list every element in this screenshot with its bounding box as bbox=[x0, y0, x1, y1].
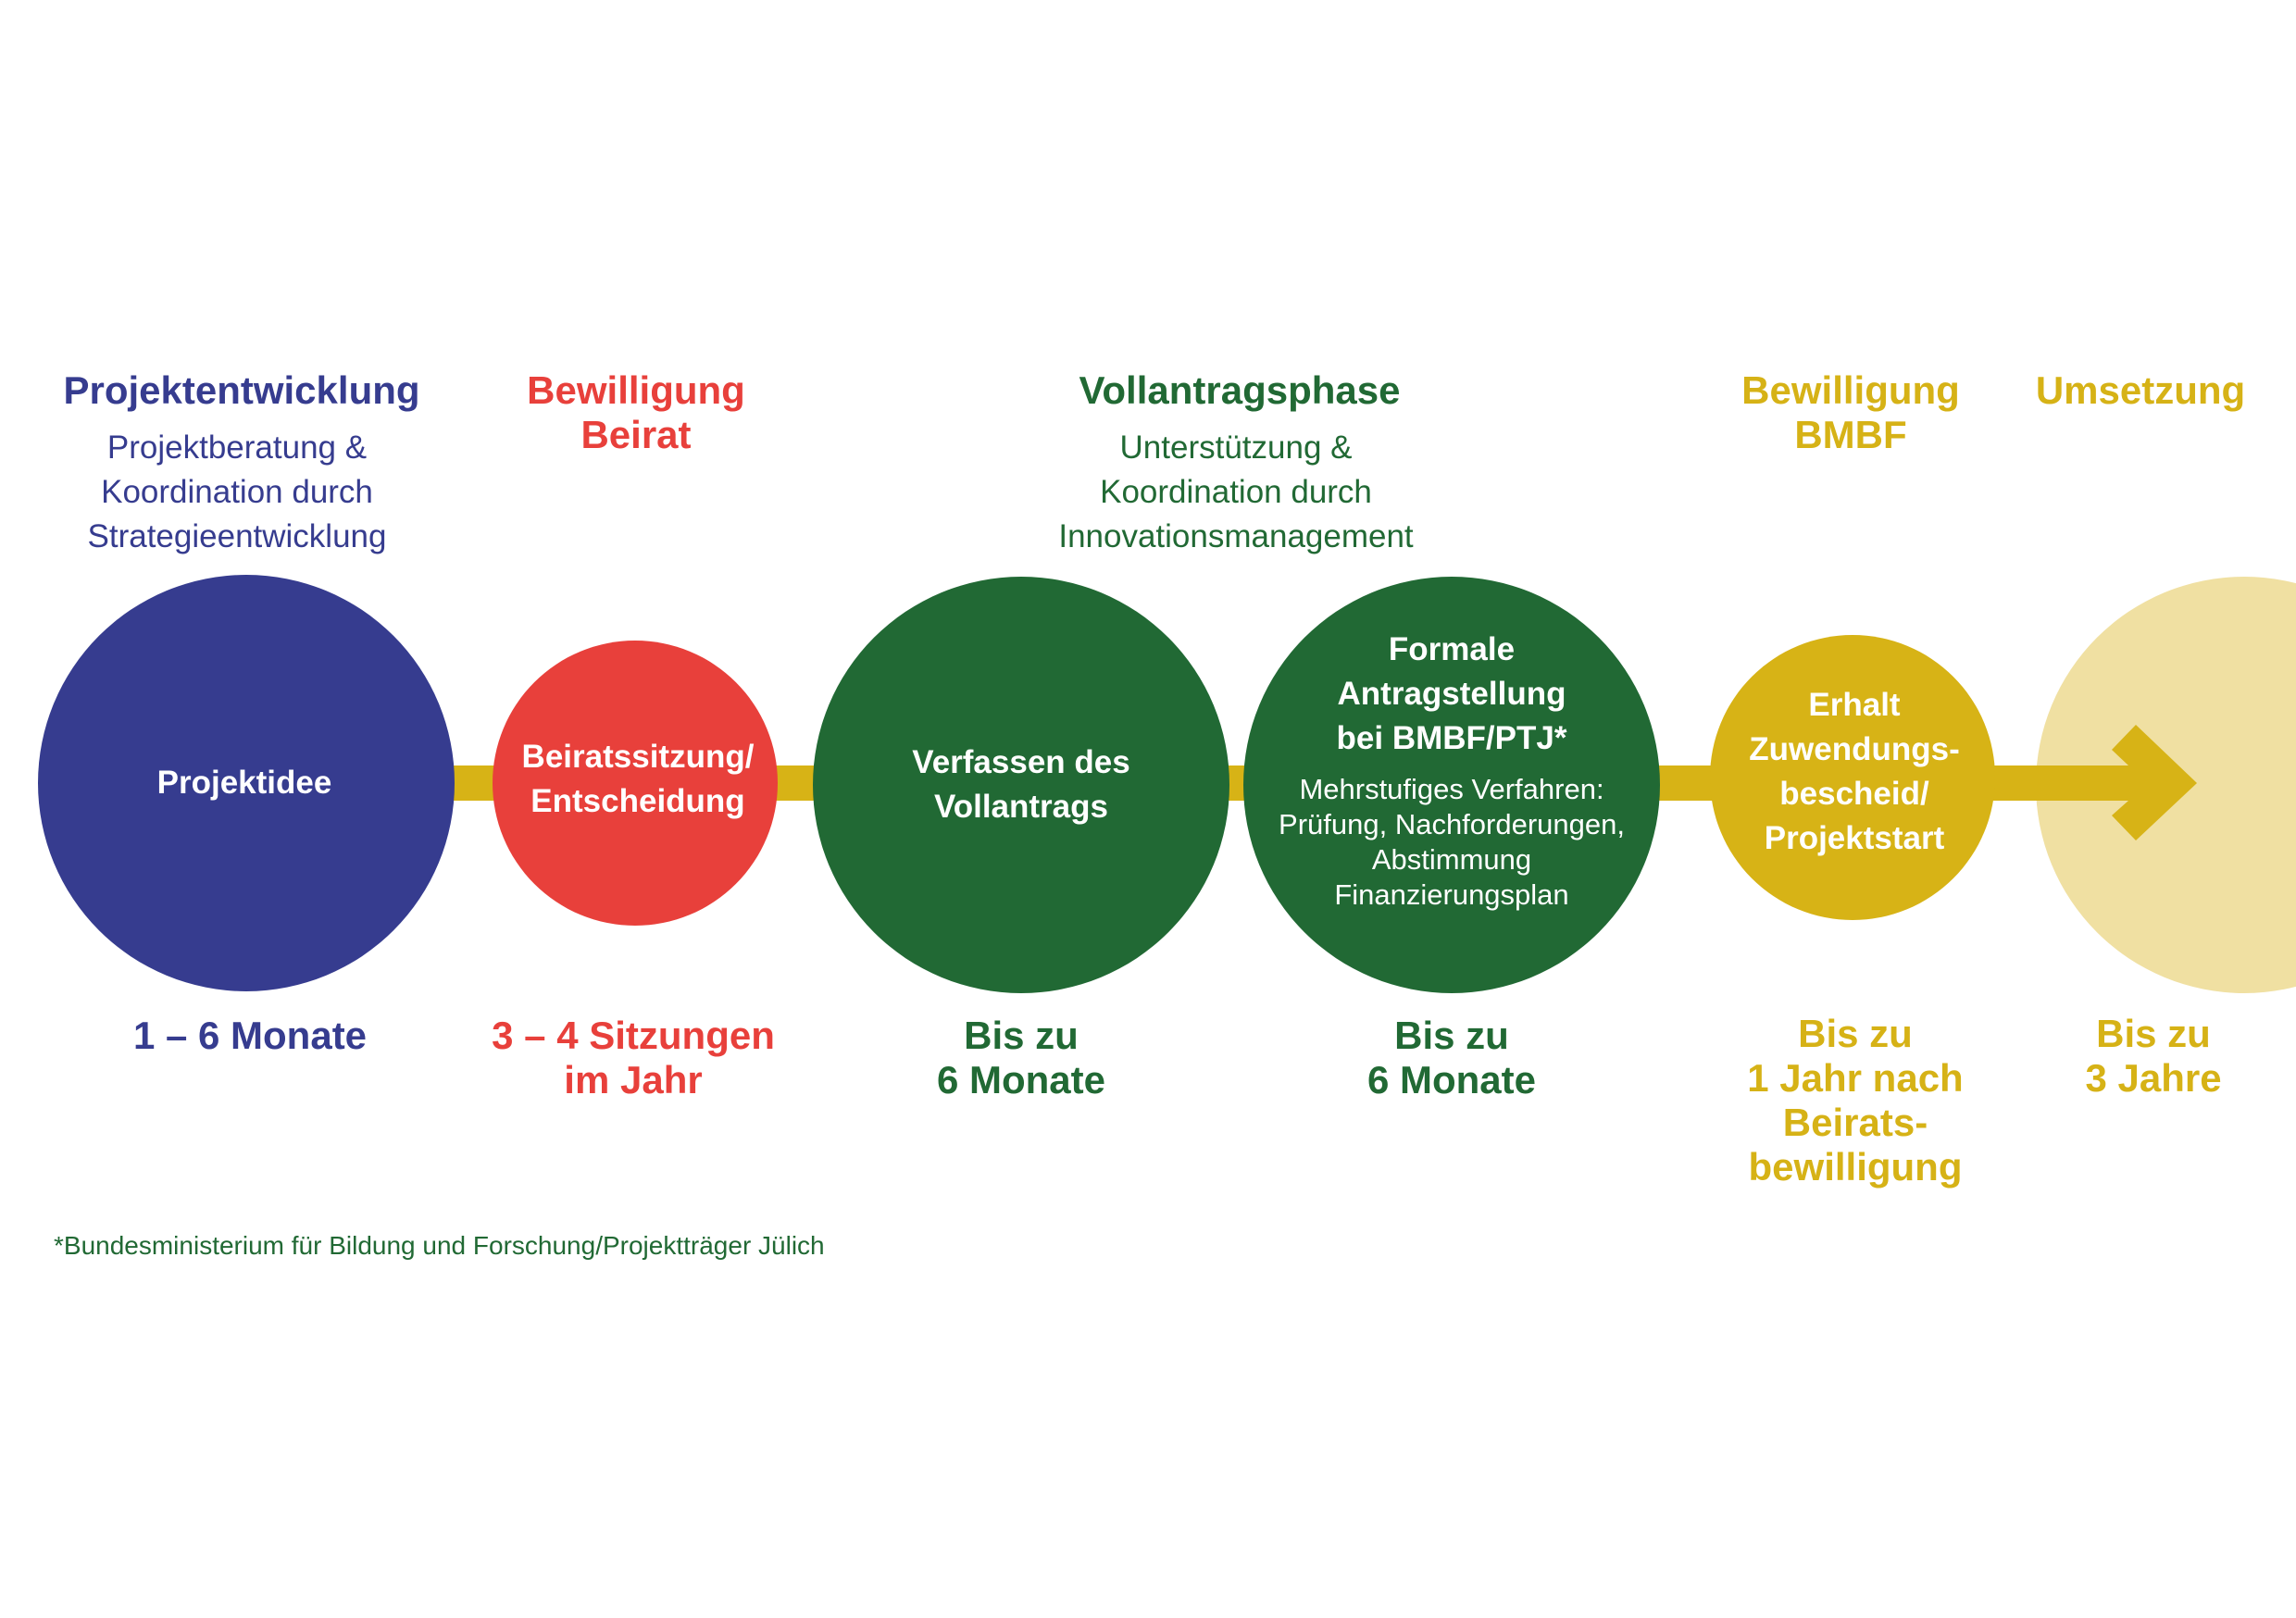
duration-projektentwicklung: 1 – 6 Monate bbox=[132, 1014, 368, 1057]
circle-beiratssitzung bbox=[493, 641, 778, 926]
stage-title-umsetzung: Umsetzung bbox=[2035, 368, 2246, 412]
circle-detail-antragstellung: Mehrstufiges Verfahren:Prüfung, Nachford… bbox=[1279, 773, 1625, 911]
circle-projektidee bbox=[38, 575, 455, 991]
circle-label-projektidee: Projektidee bbox=[156, 765, 332, 801]
stage-title-projektentwicklung: Projektentwicklung bbox=[63, 368, 420, 412]
circle-label-beiratssitzung: Beiratssitzung/Entscheidung bbox=[521, 739, 755, 819]
circle-antragstellung bbox=[1243, 577, 1660, 993]
circle-zuwendungsbescheid bbox=[1710, 635, 1995, 920]
arrow-head-icon bbox=[1990, 725, 2197, 840]
footnote: *Bundesministerium für Bildung und Forsc… bbox=[54, 1231, 825, 1260]
stage-title-vollantragsphase: Vollantragsphase bbox=[1079, 368, 1401, 412]
circle-vollantrag bbox=[813, 577, 1229, 993]
